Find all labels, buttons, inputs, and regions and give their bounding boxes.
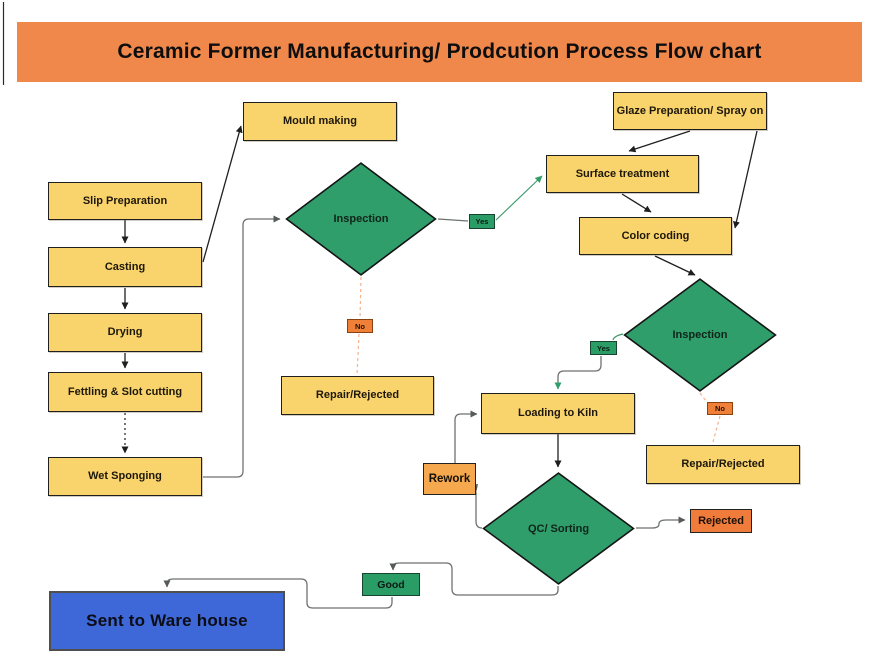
node-glaze-preparation: Glaze Preparation/ Spray on (613, 92, 767, 130)
node-label: Repair/Rejected (681, 458, 765, 471)
node-label: Inspection (333, 213, 389, 225)
node-fettling-slot-cutting: Fettling & Slot cutting (48, 372, 202, 412)
node-label: Drying (107, 326, 143, 339)
diamond-shape (482, 472, 635, 585)
node-wet-sponging: Wet Sponging (48, 457, 202, 496)
node-label: Color coding (621, 229, 690, 242)
branch-tag-yes-1: Yes (469, 214, 495, 229)
node-label: Surface treatment (575, 167, 670, 180)
node-label: QC/ Sorting (527, 522, 590, 535)
node-label: Mould making (283, 115, 357, 128)
diamond-shape (285, 162, 437, 276)
branch-tag-no-2: No (707, 402, 733, 415)
node-label: Inspection (672, 329, 728, 341)
node-rework: Rework (423, 463, 476, 495)
node-drying: Drying (48, 313, 202, 352)
node-inspection-2: Inspection (623, 278, 777, 392)
page-title: Ceramic Former Manufacturing/ Prodcution… (117, 40, 762, 63)
branch-tag-yes-2: Yes (590, 341, 617, 355)
node-sent-to-warehouse: Sent to Ware house (49, 591, 285, 651)
node-repair-rejected-2: Repair/Rejected (646, 445, 800, 484)
node-repair-rejected-1: Repair/Rejected (281, 376, 434, 415)
node-rejected: Rejected (690, 509, 752, 533)
node-qc-sorting: QC/ Sorting (482, 472, 635, 585)
node-label: Casting (104, 260, 146, 273)
branch-tag-no-1: No (347, 319, 373, 333)
branch-tag-good: Good (362, 573, 420, 596)
node-label: Slip Preparation (82, 194, 168, 207)
node-label: Fettling & Slot cutting (67, 385, 183, 398)
node-loading-to-kiln: Loading to Kiln (481, 393, 635, 434)
node-surface-treatment: Surface treatment (546, 155, 699, 193)
node-slip-preparation: Slip Preparation (48, 182, 202, 220)
node-label: Sent to Ware house (86, 611, 248, 630)
node-label: Wet Sponging (88, 470, 162, 483)
node-inspection-1: Inspection (285, 162, 437, 276)
node-mould-making: Mould making (243, 102, 397, 141)
node-label: Repair/Rejected (315, 389, 400, 402)
node-label: Loading to Kiln (517, 407, 599, 420)
diamond-shape (623, 278, 777, 392)
node-color-coding: Color coding (579, 217, 732, 255)
title-banner: Ceramic Former Manufacturing/ Prodcution… (17, 22, 862, 82)
node-casting: Casting (48, 247, 202, 287)
node-label: Glaze Preparation/ Spray on (616, 104, 764, 117)
